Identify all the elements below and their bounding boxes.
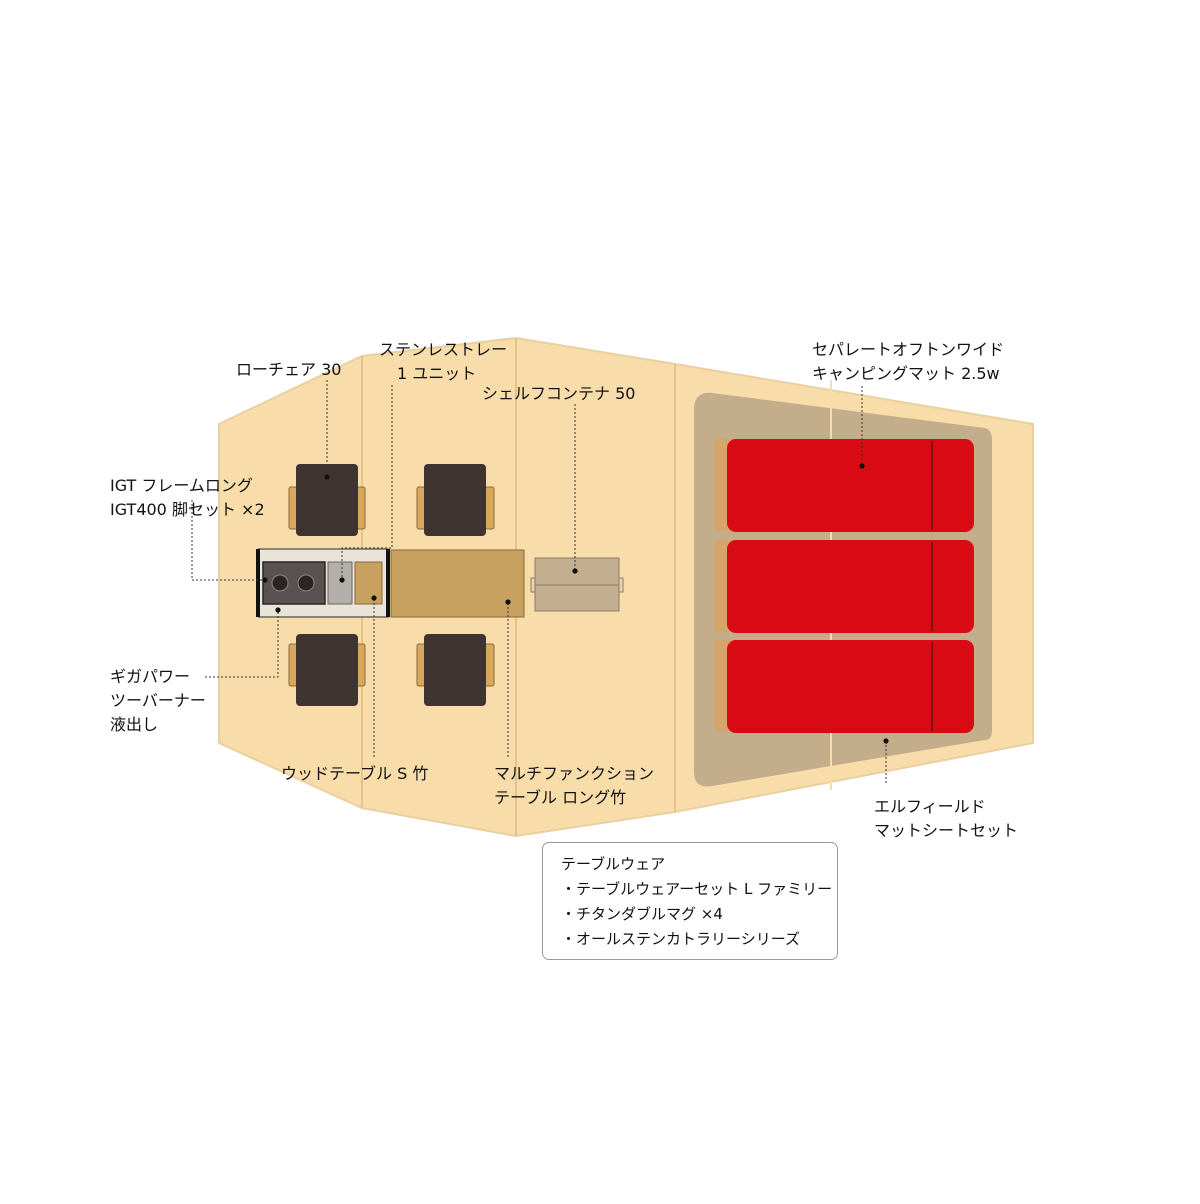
tableware-item: ・テーブルウェアーセット L ファミリー	[561, 880, 833, 898]
burner-label-line3: 液出し	[110, 715, 159, 734]
futon-mat-1	[714, 439, 974, 532]
field-mat-label-line1: エルフィールド	[874, 797, 986, 816]
stainless-tray-label-line2: 1 ユニット	[397, 364, 477, 383]
futon-mat-label-line2: キャンピングマット 2.5w	[812, 364, 1000, 383]
futon-mat-label: セパレートオフトンワイド キャンピングマット 2.5w	[812, 338, 1004, 386]
chair-bottom-left	[288, 634, 366, 706]
stainless-tray-label: ステンレストレー 1 ユニット	[379, 338, 507, 386]
burner-label-line1: ギガパワー	[110, 667, 191, 686]
burner-label: ギガパワー ツーバーナー 液出し	[110, 665, 206, 737]
leader-lines	[191, 380, 887, 783]
tableware-item: ・オールステンカトラリーシリーズ	[561, 930, 800, 948]
chair-bottom-right	[416, 634, 495, 706]
multifunction-table	[390, 549, 525, 618]
low-chair-label: ローチェア 30	[236, 360, 342, 379]
stainless-tray	[327, 561, 353, 605]
tableware-title: テーブルウェア	[561, 855, 666, 873]
chair-top-right	[416, 464, 495, 536]
multi-table-label-line1: マルチファンクション	[494, 764, 655, 783]
futon-mat-label-line1: セパレートオフトンワイド	[812, 340, 1005, 359]
futon-mat-2	[714, 540, 974, 633]
wood-table-label: ウッドテーブル S 竹	[281, 764, 429, 783]
stainless-tray-label-line1: ステンレストレー	[379, 340, 508, 359]
multi-table-label-line2: テーブル ロング竹	[494, 788, 627, 807]
two-burner-stove	[262, 561, 326, 605]
igt-frame-label-line1: IGT フレームロング	[110, 476, 253, 495]
igt-frame-label-line2: IGT400 脚セット ×2	[110, 500, 265, 519]
chair-top-left	[288, 464, 366, 536]
wood-table-s	[354, 561, 383, 605]
shelf-container	[530, 557, 624, 612]
multi-table-label: マルチファンクション テーブル ロング竹	[494, 762, 654, 810]
burner-label-line2: ツーバーナー	[110, 691, 206, 710]
field-mat-label: エルフィールド マットシートセット	[874, 795, 1018, 843]
shelf-container-label: シェルフコンテナ 50	[482, 384, 636, 403]
tableware-box: テーブルウェア ・テーブルウェアーセット L ファミリー ・チタンダブルマグ ×…	[542, 842, 838, 960]
futon-mat-3	[714, 640, 974, 733]
leader-dots	[262, 463, 889, 744]
igt-frame-label: IGT フレームロング IGT400 脚セット ×2	[110, 474, 265, 522]
tableware-item: ・チタンダブルマグ ×4	[561, 905, 723, 923]
field-mat-label-line2: マットシートセット	[874, 821, 1019, 840]
